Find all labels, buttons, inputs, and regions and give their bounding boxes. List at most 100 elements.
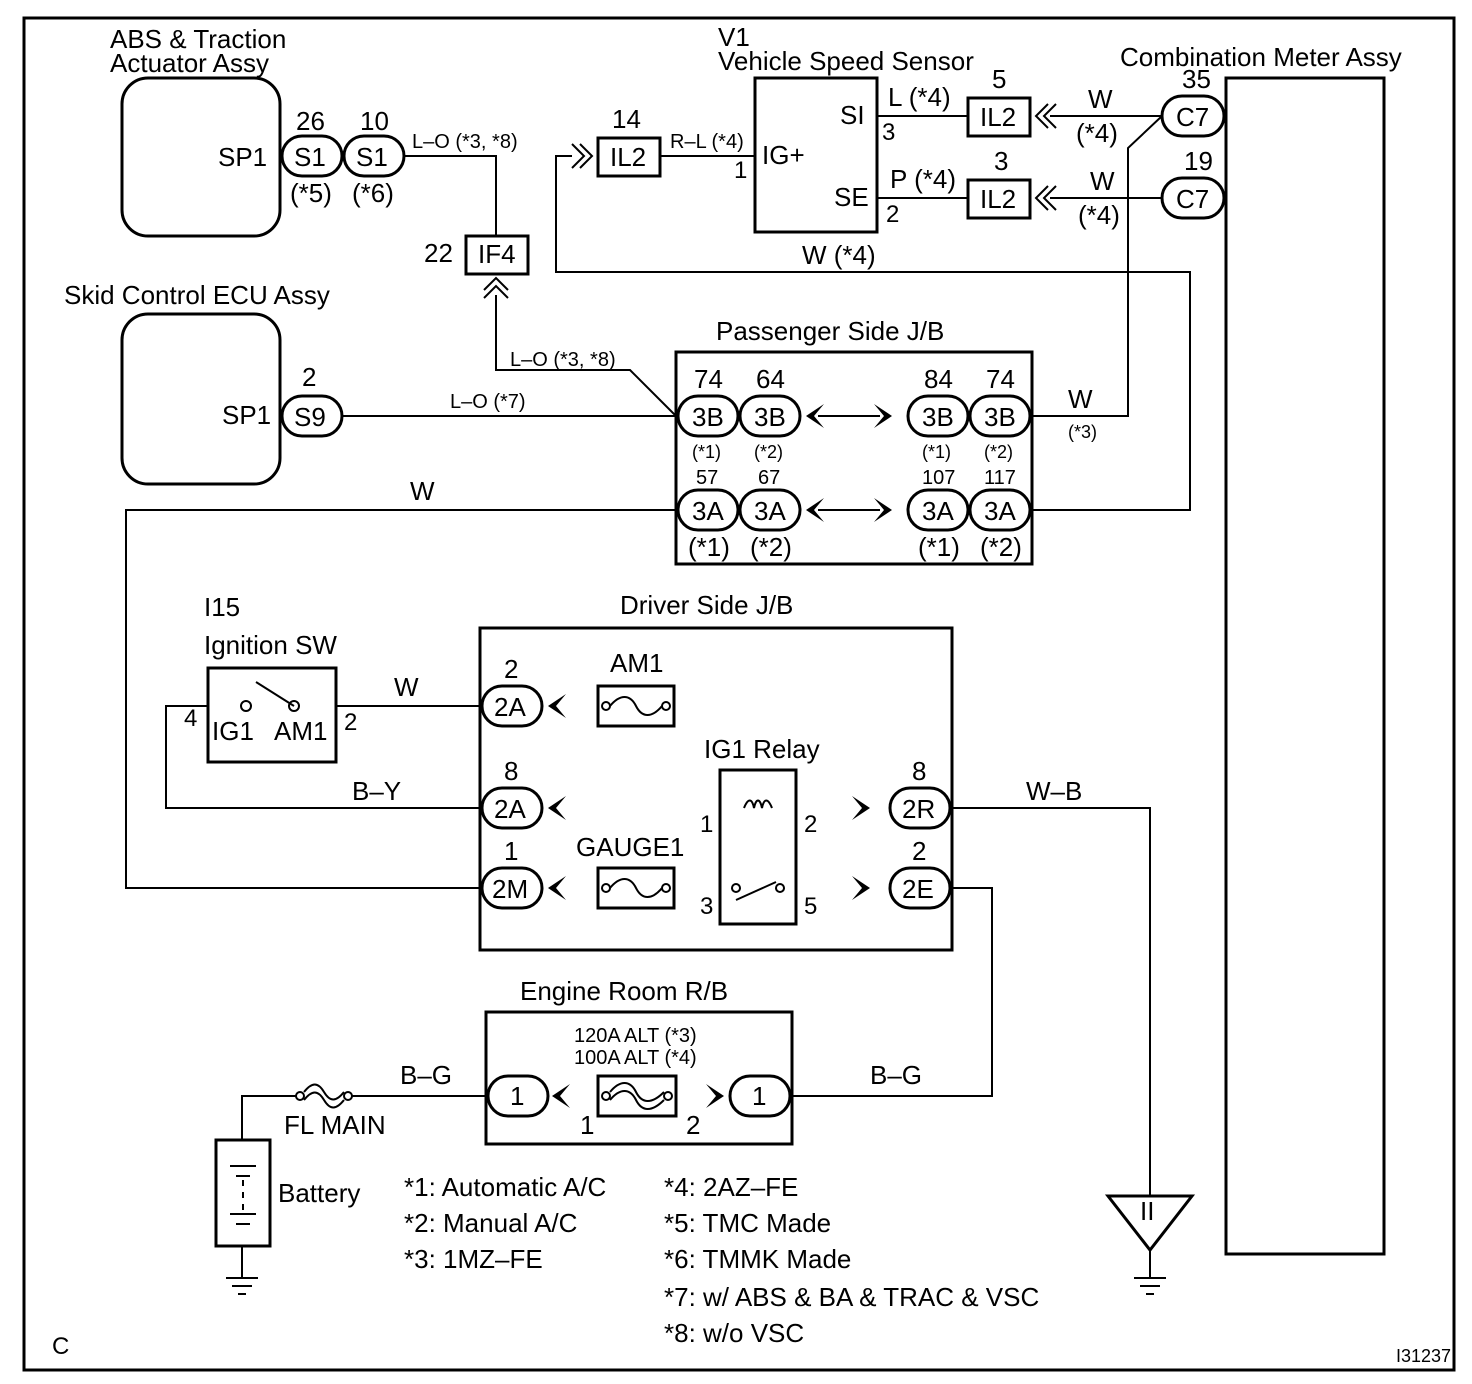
wire-label-w-c7b: W [1090, 166, 1115, 196]
battery-cell-icon [230, 1165, 256, 1225]
note-4: *4: 2AZ–FE [664, 1172, 798, 1202]
note-5: *5: TMC Made [664, 1208, 831, 1238]
svg-text:IL2: IL2 [980, 102, 1016, 132]
skid-ecu-pin: SP1 [222, 400, 271, 430]
connector-s1-10: S1 10 (*6) [342, 106, 406, 208]
svg-text:1: 1 [700, 811, 713, 838]
wire-label-w-c7b-note: (*4) [1078, 200, 1120, 230]
fuse-am1: AM1 [596, 648, 676, 728]
note-8: *8: w/o VSC [664, 1318, 804, 1348]
note-7: *7: w/ ABS & BA & TRAC & VSC [664, 1282, 1039, 1312]
il2-se-arrow-icon [1034, 185, 1057, 211]
battery-label: Battery [278, 1178, 360, 1208]
svg-text:2: 2 [344, 709, 357, 736]
fuse-icon [609, 878, 663, 898]
combination-meter: Combination Meter Assy [1120, 42, 1402, 1256]
wire-label-bg-right: B–G [870, 1060, 922, 1090]
abs-actuator-pin: SP1 [218, 142, 267, 172]
svg-text:1: 1 [510, 1081, 524, 1111]
speed-sensor-code: V1 [718, 22, 750, 52]
wire-label-w-4-loop: W (*4) [802, 240, 876, 270]
svg-text:1: 1 [504, 836, 518, 866]
svg-text:SE: SE [834, 182, 869, 212]
connector-il2-14: IL2 14 [571, 104, 662, 178]
svg-text:5: 5 [992, 64, 1006, 94]
connector-2m-1: 2M 1 [480, 836, 566, 910]
ground-icon [1134, 1277, 1166, 1295]
arrow-right-icon [706, 1084, 724, 1108]
wire-label-w-3-note: (*3) [1068, 422, 1097, 442]
relay-switch-icon [735, 881, 777, 901]
svg-text:(*2): (*2) [750, 532, 792, 562]
svg-text:74: 74 [986, 364, 1015, 394]
ignition-sw-code: I15 [204, 592, 240, 622]
engine-rb-title: Engine Room R/B [520, 976, 728, 1006]
connector-c7-19: C7 19 [1160, 146, 1226, 220]
connector-3b-74a: 3B 74 (*1) [676, 364, 740, 462]
arrow-right-icon [874, 498, 892, 522]
svg-text:2R: 2R [902, 794, 935, 824]
connector-il2-5: IL2 5 [966, 64, 1057, 138]
svg-text:3A: 3A [754, 496, 786, 526]
svg-text:35: 35 [1182, 64, 1211, 94]
svg-text:1: 1 [580, 1110, 594, 1140]
svg-text:IL2: IL2 [610, 142, 646, 172]
svg-text:S1: S1 [294, 142, 326, 172]
battery: Battery [214, 1138, 360, 1295]
svg-text:1: 1 [752, 1081, 766, 1111]
connector-2r-8: 2R 8 [852, 756, 952, 830]
connector-er-1-left: 1 [486, 1074, 570, 1118]
svg-text:4: 4 [184, 705, 197, 732]
engine-room-rb: Engine Room R/B 120A ALT (*3) 100A ALT (… [484, 976, 794, 1146]
driver-jb-body [478, 626, 954, 952]
connector-3a-117: 3A 117 (*2) [968, 467, 1032, 562]
wire-label-p-4: P (*4) [890, 164, 956, 194]
connector-il2-3: IL2 3 [966, 146, 1057, 220]
svg-text:(*2): (*2) [984, 442, 1013, 462]
svg-text:8: 8 [912, 756, 926, 786]
if4-arrow-icon [483, 276, 509, 299]
wire-label-lo-7: L–O (*7) [450, 391, 526, 413]
svg-text:74: 74 [694, 364, 723, 394]
passenger-jb-title: Passenger Side J/B [716, 316, 944, 346]
svg-text:5: 5 [804, 893, 817, 920]
note-6: *6: TMMK Made [664, 1244, 851, 1274]
fuse-gauge1: GAUGE1 [576, 832, 684, 910]
svg-text:67: 67 [758, 467, 780, 489]
speed-sensor-title: Vehicle Speed Sensor [718, 46, 974, 76]
combination-meter-body [1224, 76, 1386, 1256]
driver-jb: Driver Side J/B 2A 2 AM1 2A 8 IG1 Relay [478, 590, 954, 952]
svg-text:100A ALT (*4): 100A ALT (*4) [574, 1047, 697, 1069]
wire-label-by: B–Y [352, 776, 401, 806]
svg-text:8: 8 [504, 756, 518, 786]
fusible-link-icon [303, 1083, 345, 1109]
svg-text:3B: 3B [692, 402, 724, 432]
fl-main-label: FL MAIN [284, 1110, 386, 1140]
svg-text:84: 84 [924, 364, 953, 394]
svg-text:3A: 3A [922, 496, 954, 526]
fuse-icon [609, 696, 663, 716]
abs-actuator-title-2: Actuator Assy [110, 48, 269, 78]
svg-text:2: 2 [504, 654, 518, 684]
diagram-frame [22, 16, 1456, 1372]
ground-icon [226, 1277, 258, 1295]
svg-text:IG+: IG+ [762, 140, 805, 170]
svg-text:2A: 2A [494, 692, 526, 722]
abs-actuator-body [120, 76, 282, 238]
svg-text:3: 3 [882, 119, 895, 146]
note-3: *3: 1MZ–FE [404, 1244, 543, 1274]
svg-text:C7: C7 [1176, 102, 1209, 132]
arrow-right-icon [874, 404, 892, 428]
svg-text:(*2): (*2) [980, 532, 1022, 562]
svg-text:3: 3 [994, 146, 1008, 176]
svg-text:AM1: AM1 [274, 716, 327, 746]
svg-text:2: 2 [912, 836, 926, 866]
svg-text:S1: S1 [356, 142, 388, 172]
svg-text:IG1: IG1 [212, 716, 254, 746]
svg-text:26: 26 [296, 106, 325, 136]
svg-text:2A: 2A [494, 794, 526, 824]
svg-text:2M: 2M [492, 874, 528, 904]
connector-3a-67: 3A 67 (*2) [738, 467, 802, 562]
svg-text:64: 64 [756, 364, 785, 394]
wire-label-w-left: W [410, 476, 435, 506]
